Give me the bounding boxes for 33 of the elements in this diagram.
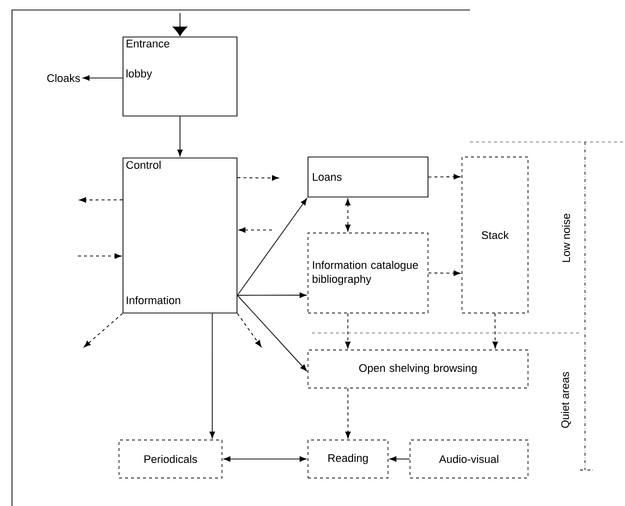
- zone-label: Low noise: [562, 214, 570, 262]
- arrow: [78, 253, 122, 259]
- arrow: [390, 456, 410, 462]
- arrow: [492, 312, 498, 348]
- arrow: [210, 312, 215, 438]
- arrow: [84, 312, 123, 348]
- arrow: [237, 292, 306, 298]
- arrow: [345, 198, 351, 232]
- room-box: Loans: [308, 156, 428, 198]
- arrow: [237, 175, 279, 181]
- arrow: [345, 388, 351, 438]
- arrow: [237, 294, 307, 372]
- room-box: Periodicals: [118, 440, 222, 478]
- arrow: [237, 198, 308, 296]
- area-label: Cloaks: [47, 74, 80, 82]
- room-box: Stack: [462, 156, 528, 314]
- arrow: [237, 312, 262, 348]
- arrow: [428, 270, 460, 276]
- room-box: Control Information: [122, 158, 238, 314]
- arrow: [79, 197, 123, 203]
- room-box: Open shelving browsing: [308, 350, 528, 388]
- arrow: [172, 12, 188, 36]
- room-box: Entrance lobby: [122, 36, 238, 116]
- arrow: [238, 227, 272, 233]
- arrow: [428, 174, 460, 180]
- arrow: [345, 312, 351, 348]
- zone-label: Quiet areas: [560, 372, 572, 428]
- arrow: [224, 456, 306, 462]
- room-box: Information catalogue bibliography: [308, 232, 428, 314]
- arrow: [82, 75, 123, 81]
- arrow: [177, 116, 183, 156]
- room-box: Reading: [308, 440, 388, 478]
- room-box: Audio-visual: [410, 440, 528, 478]
